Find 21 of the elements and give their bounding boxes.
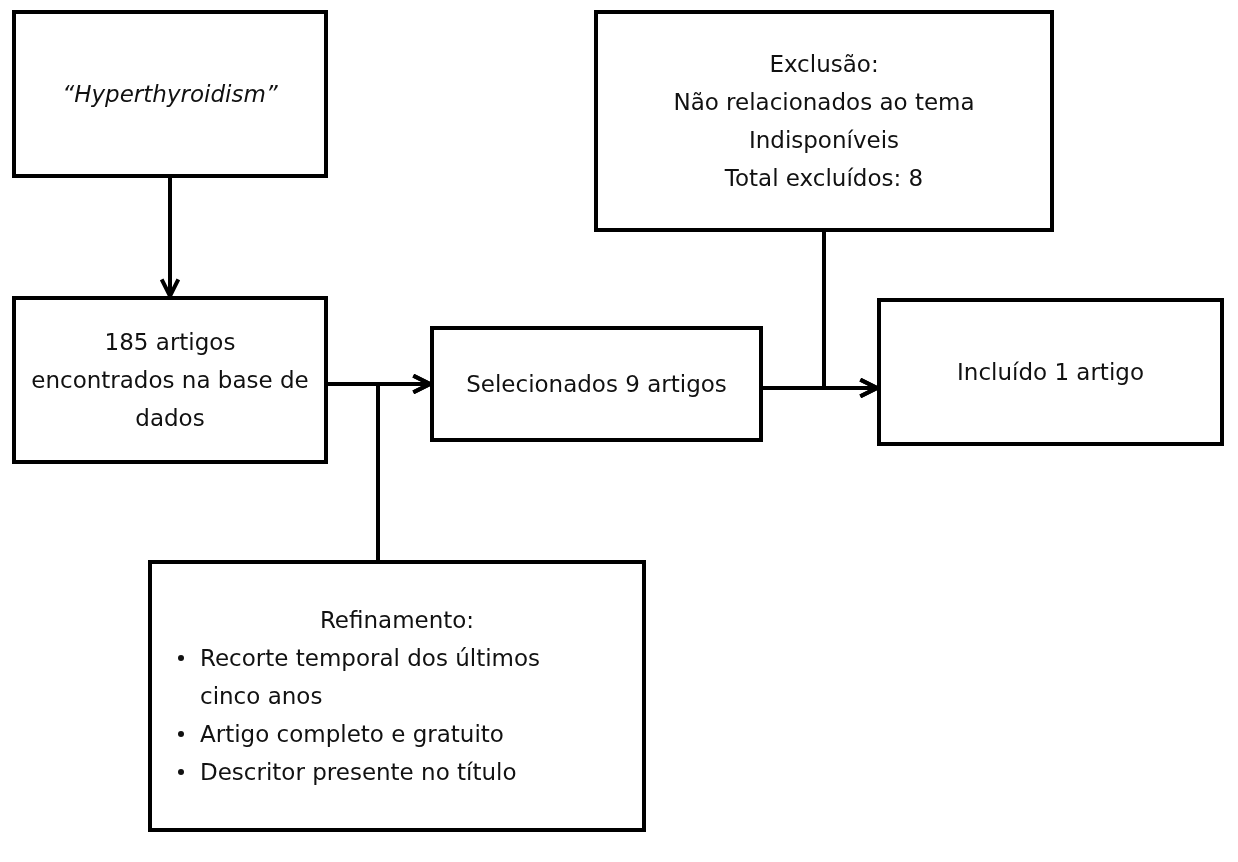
box-text: Total excluídos: 8 bbox=[724, 164, 924, 193]
process-box bbox=[12, 296, 328, 464]
arrow bbox=[376, 373, 432, 560]
process-box bbox=[877, 298, 1224, 446]
process-box bbox=[12, 10, 328, 178]
process-box bbox=[148, 560, 646, 832]
bullet-item: Descritor presente no título bbox=[200, 758, 517, 787]
arrow bbox=[822, 232, 879, 399]
process-box bbox=[594, 10, 1054, 232]
arrow bbox=[159, 178, 181, 298]
box-text: “Hyperthyroidism” bbox=[62, 80, 278, 109]
bullet-item: Recorte temporal dos últimos cinco anos bbox=[200, 644, 542, 711]
bullet-item: Artigo completo e gratuito bbox=[200, 720, 504, 749]
box-text: Não relacionados ao tema bbox=[673, 88, 975, 117]
process-box bbox=[430, 326, 763, 442]
box-text: Incluído 1 artigo bbox=[957, 358, 1144, 387]
box-text: 185 artigos encontrados na base de dados bbox=[30, 328, 310, 433]
box-text: Exclusão: bbox=[769, 50, 879, 79]
box-text: Indisponíveis bbox=[748, 126, 900, 155]
box-text: Selecionados 9 artigos bbox=[466, 370, 727, 399]
box-heading: Refinamento: bbox=[318, 606, 476, 635]
